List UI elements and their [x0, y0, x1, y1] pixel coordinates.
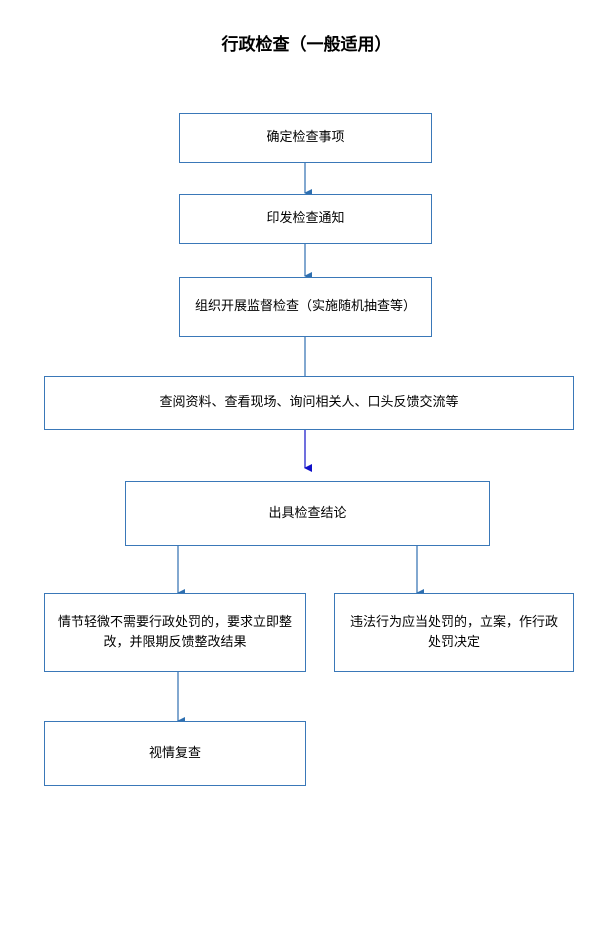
step-reinspection-label: 视情复查 — [148, 745, 201, 761]
step-issue-notice: 印发检查通知 — [179, 194, 432, 244]
step-review-materials-label: 查阅资料、查看现场、询问相关人、口头反馈交流等 — [159, 395, 459, 410]
step-issue-conclusion-label: 出具检查结论 — [268, 505, 347, 521]
step-issue-conclusion: 出具检查结论 — [125, 481, 490, 546]
step-review-materials: 查阅资料、查看现场、询问相关人、口头反馈交流等 — [44, 376, 574, 430]
step-confirm-items: 确定检查事项 — [179, 113, 432, 163]
step-issue-notice-label: 印发检查通知 — [266, 211, 345, 226]
step-conduct-inspection: 组织开展监督检查（实施随机抽查等） — [179, 277, 432, 337]
step-reinspection: 视情复查 — [44, 721, 306, 786]
step-violation-penalty: 违法行为应当处罚的，立案，作行政处罚决定 — [334, 593, 574, 672]
step-conduct-inspection-label: 组织开展监督检查（实施随机抽查等） — [194, 299, 416, 314]
step-minor-rectify-label: 情节轻微不需要行政处罚的，要求立即整改，并限期反馈整改结果 — [57, 614, 292, 650]
step-violation-penalty-label: 违法行为应当处罚的，立案，作行政处罚决定 — [349, 614, 558, 650]
step-confirm-items-label: 确定检查事项 — [266, 130, 345, 145]
diagram-title: 行政检查（一般适用） — [221, 35, 392, 55]
step-minor-rectify: 情节轻微不需要行政处罚的，要求立即整改，并限期反馈整改结果 — [44, 593, 306, 672]
